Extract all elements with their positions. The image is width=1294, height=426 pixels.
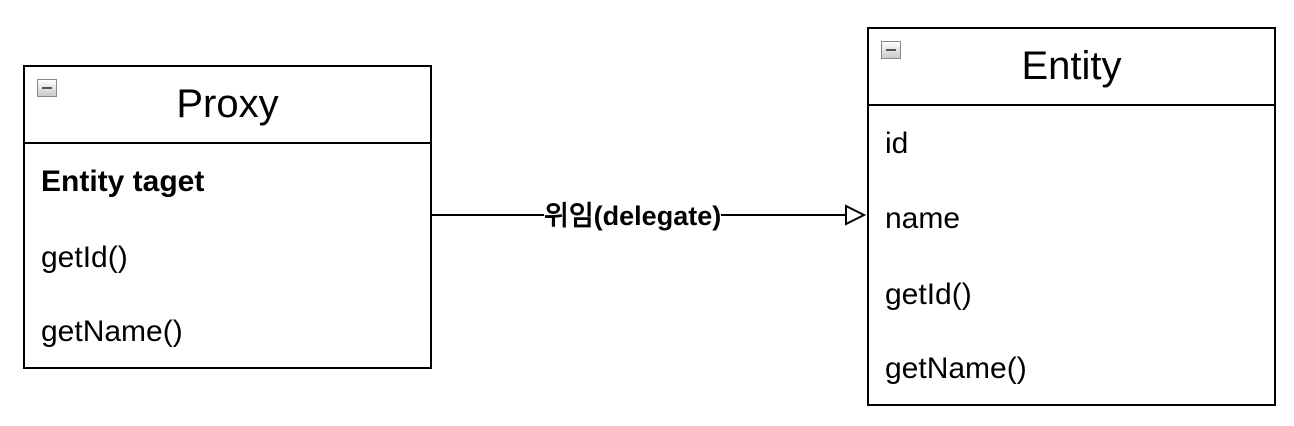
- entity-field-name: name: [885, 202, 961, 235]
- entity-class-header: Entity: [869, 29, 1274, 106]
- entity-field-id: id: [885, 127, 909, 160]
- proxy-class-header: Proxy: [25, 67, 430, 144]
- entity-method-get-id: getId(): [885, 278, 972, 311]
- proxy-method-get-id: getId(): [41, 241, 128, 274]
- proxy-method-get-name: getName(): [41, 315, 183, 348]
- collapse-minus-icon[interactable]: [881, 41, 901, 59]
- entity-method-get-name: getName(): [885, 352, 1027, 385]
- proxy-field-entity-target: Entity taget: [41, 165, 205, 198]
- proxy-class-title: Proxy: [176, 82, 279, 126]
- delegate-label: 위임(delegate): [544, 199, 722, 233]
- entity-class-box[interactable]: Entity id name getId() getName(): [867, 27, 1276, 406]
- entity-class-title: Entity: [1021, 44, 1122, 88]
- collapse-minus-icon[interactable]: [37, 79, 57, 97]
- delegate-arrowhead: [845, 204, 867, 226]
- proxy-class-box[interactable]: Proxy Entity taget getId() getName(): [23, 65, 432, 369]
